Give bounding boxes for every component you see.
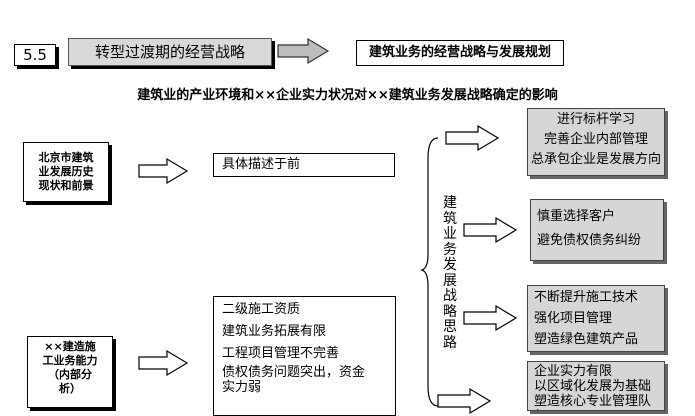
- box-line: 以区域化发展为基础: [534, 379, 652, 394]
- topic-title: 建筑业务的经营战略与发展规划: [356, 40, 564, 66]
- arrow-icon: [463, 216, 518, 244]
- box-line: 业发展历史: [38, 165, 94, 178]
- box-line: 工业务能力: [42, 354, 98, 367]
- box-line: 企业实力有限: [534, 364, 613, 379]
- box-line: 析）: [59, 382, 81, 395]
- box-line: 具体描述于前: [222, 157, 301, 172]
- arrow-icon: [138, 349, 189, 377]
- box-line: 债权债务问题突出，资金: [222, 365, 366, 380]
- box-line: ××建造施: [44, 340, 96, 353]
- box-line: 避免债权债务纠纷: [537, 233, 642, 248]
- box-line: 北京市建筑: [38, 151, 94, 164]
- subtitle: 建筑业的产业环境和××企业实力状况对××建筑业务发展战略确定的影响: [137, 88, 558, 103]
- box-line: 强化项目管理: [534, 311, 613, 326]
- arrow-icon: [138, 157, 189, 185]
- section-title: 转型过渡期的经营战略: [68, 38, 272, 66]
- arrow-icon: [445, 124, 500, 152]
- beijing-history-box: 北京市建筑 业发展历史 现状和前景: [23, 142, 109, 202]
- strategy-label: 建筑业务发展战略思路: [443, 195, 457, 351]
- regional-development-box: 企业实力有限 以区域化发展为基础 塑造核心专业管理队伍: [527, 361, 665, 411]
- box-line: 完善企业内部管理: [543, 132, 648, 147]
- box-line: 现状和前景: [38, 179, 94, 192]
- box-line: 实力弱: [222, 380, 262, 395]
- header-arrow-icon: [277, 37, 330, 65]
- box-line: 二级施工资质: [222, 302, 301, 317]
- box-line: 塑造核心专业管理队伍: [534, 394, 652, 410]
- internal-analysis-box: ××建造施 工业务能力 （内部分 析）: [27, 336, 113, 408]
- section-number: 5.5: [14, 44, 56, 66]
- box-line: 慎重选择客户: [537, 209, 616, 224]
- box-line: 塑造绿色建筑产品: [534, 332, 639, 347]
- box-line: 进行标杆学习: [556, 112, 635, 127]
- arrow-icon: [463, 304, 518, 332]
- box-line: 建筑业务拓展有限: [222, 324, 327, 339]
- box-line: 不断提升施工技术: [534, 290, 639, 305]
- technology-upgrade-box: 不断提升施工技术 强化项目管理 塑造绿色建筑产品: [527, 285, 665, 352]
- internal-capability-box: 二级施工资质 建筑业务拓展有限 工程项目管理不完善 债权债务问题突出，资金 实力…: [213, 296, 396, 416]
- described-above-box: 具体描述于前: [213, 153, 395, 177]
- box-line: （内部分: [48, 368, 92, 381]
- benchmark-learning-box: 进行标杆学习 完善企业内部管理 总承包企业是发展方向: [527, 108, 665, 176]
- box-line: 工程项目管理不完善: [222, 346, 340, 361]
- box-line: 总承包企业是发展方向: [530, 152, 661, 167]
- bracket-shape: [420, 137, 439, 407]
- client-selection-box: 慎重选择客户 避免债权债务纠纷: [530, 199, 664, 261]
- arrow-icon: [437, 387, 492, 415]
